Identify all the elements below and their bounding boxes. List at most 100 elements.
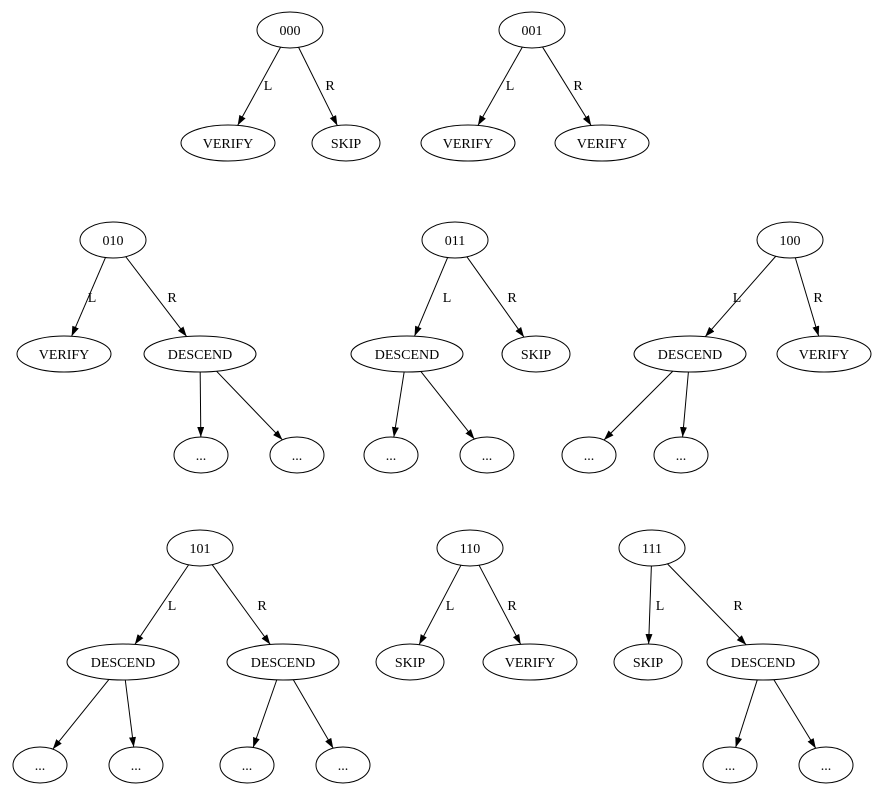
edge-010-root-right [125,256,188,337]
node-ellipse [561,436,617,474]
node-ellipse [459,436,515,474]
node-ellipse [363,436,419,474]
edge-label-101-R: R [257,599,267,614]
node-100-right: VERIFY [776,335,872,373]
edge-111-root-left [645,565,653,645]
node-ellipse [702,746,758,784]
node-ellipse [756,221,824,259]
edge-101-right-rr [292,679,334,749]
edge-label-110-R: R [507,599,517,614]
edge-010-right-rr [216,370,283,441]
edge-011-root-left [414,257,449,337]
edge-label-100-L: L [733,291,742,306]
node-000-right: SKIP [311,124,381,162]
node-ellipse [421,221,489,259]
node-label: DESCEND [658,348,723,363]
node-label: 111 [642,542,662,557]
edge-label-001-L: L [506,79,515,94]
node-010-rl: ... [173,436,229,474]
edge-101-left-ll [52,679,110,750]
edge-001-root-right [542,46,592,126]
node-ellipse [143,335,257,373]
node-101-root: 101 [166,529,234,567]
node-101-rl: ... [219,746,275,784]
edge-label-000-R: R [325,79,335,94]
node-label: VERIFY [203,137,254,152]
edge-label-011-L: L [443,291,452,306]
node-label: 011 [445,234,465,249]
node-011-ll: ... [363,436,419,474]
node-111-right: DESCEND [706,643,820,681]
node-ellipse [66,643,180,681]
node-ellipse [554,124,650,162]
node-label: DESCEND [251,656,316,671]
node-101-rr: ... [315,746,371,784]
node-101-right: DESCEND [226,643,340,681]
edge-010-root-left [71,257,106,337]
node-ellipse [618,529,686,567]
node-label: VERIFY [799,348,850,363]
edge-100-left-ll [603,370,674,441]
node-111-root: 111 [618,529,686,567]
node-100-lr: ... [653,436,709,474]
node-label: VERIFY [443,137,494,152]
node-100-left: DESCEND [633,335,747,373]
node-010-rr: ... [269,436,325,474]
edge-label-010-L: L [88,291,97,306]
edge-label-111-R: R [733,599,743,614]
node-011-lr: ... [459,436,515,474]
node-110-right: VERIFY [482,643,578,681]
node-ellipse [12,746,68,784]
node-ellipse [311,124,381,162]
node-label: ... [482,449,493,464]
node-ellipse [633,335,747,373]
edge-011-left-ll [391,371,405,438]
node-111-rr: ... [798,746,854,784]
edge-label-000-L: L [264,79,273,94]
node-110-root: 110 [436,529,504,567]
node-label: 010 [103,234,124,249]
node-ellipse [498,11,566,49]
edge-label-111-L: L [656,599,665,614]
node-101-left: DESCEND [66,643,180,681]
node-001-left: VERIFY [420,124,516,162]
edge-100-root-right [794,257,820,337]
node-ellipse [653,436,709,474]
edge-111-root-right [667,563,747,646]
edge-label-010-R: R [167,291,177,306]
node-ellipse [16,335,112,373]
node-label: ... [35,759,46,774]
edge-label-110-L: L [446,599,455,614]
node-label: VERIFY [577,137,628,152]
node-label: ... [821,759,832,774]
node-label: VERIFY [505,656,556,671]
node-011-root: 011 [421,221,489,259]
node-label: ... [725,759,736,774]
edge-101-left-lr [124,679,136,748]
node-010-root: 010 [79,221,147,259]
node-label: 100 [780,234,801,249]
node-ellipse [79,221,147,259]
edge-010-right-rl [197,371,205,438]
node-111-rl: ... [702,746,758,784]
node-101-ll: ... [12,746,68,784]
node-ellipse [180,124,276,162]
node-label: ... [676,449,687,464]
node-ellipse [482,643,578,681]
node-label: ... [242,759,253,774]
node-ellipse [350,335,464,373]
edge-label-100-R: R [813,291,823,306]
node-101-lr: ... [108,746,164,784]
node-label: DESCEND [168,348,233,363]
edge-110-root-right [478,565,522,645]
node-100-root: 100 [756,221,824,259]
node-110-left: SKIP [375,643,445,681]
node-ellipse [798,746,854,784]
node-label: 110 [460,542,480,557]
node-label: DESCEND [731,656,796,671]
